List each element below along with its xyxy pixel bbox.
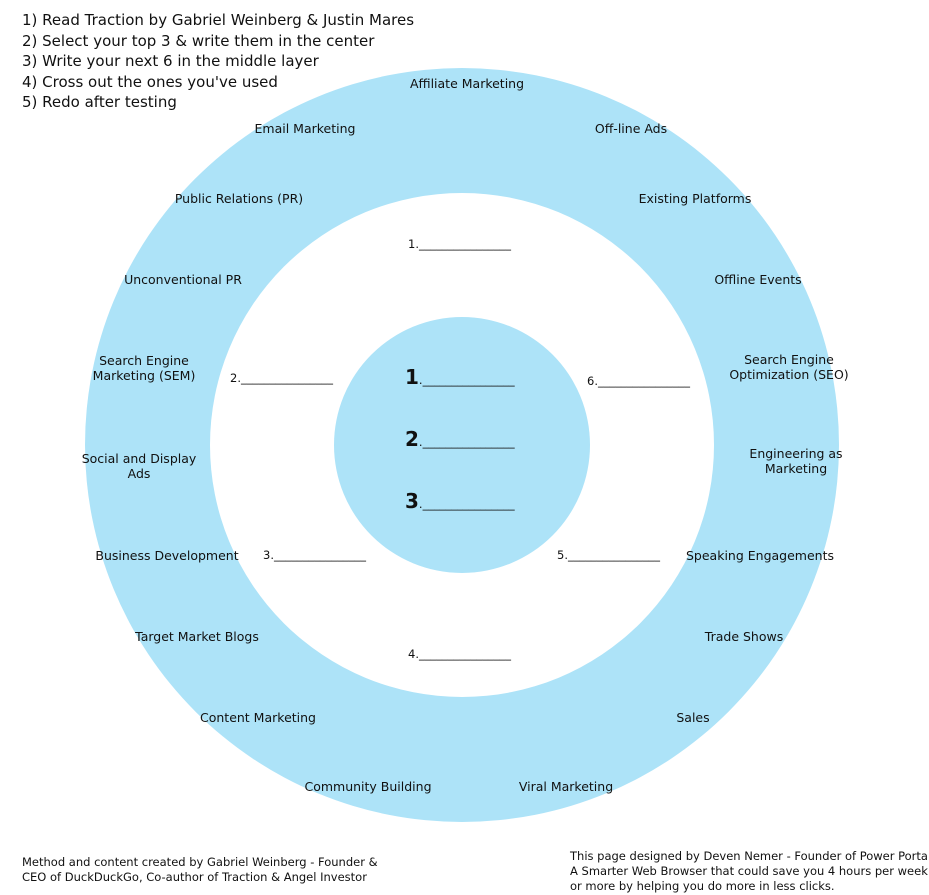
channel-label: Business Development: [95, 548, 238, 563]
instruction-step: 3) Write your next 6 in the middle layer: [22, 52, 319, 70]
channel-label: Affiliate Marketing: [410, 76, 524, 91]
center-slot-3[interactable]: 3.________________: [405, 489, 515, 513]
footer-line: This page designed by Deven Nemer - Foun…: [570, 849, 929, 863]
center-slot-1[interactable]: 1.________________: [405, 365, 515, 389]
channel-label: Viral Marketing: [519, 779, 613, 794]
middle-slot-4[interactable]: 4.________________: [408, 647, 511, 661]
instructions-list: 1) Read Traction by Gabriel Weinberg & J…: [22, 10, 414, 113]
channel-label: Content Marketing: [200, 710, 316, 725]
channel-label: Existing Platforms: [639, 191, 752, 206]
channel-label: Sales: [676, 710, 709, 725]
middle-slot-5[interactable]: 5.________________: [557, 548, 660, 562]
footer-credit-design: This page designed by Deven Nemer - Foun…: [570, 849, 929, 894]
middle-slot-1[interactable]: 1.________________: [408, 237, 511, 251]
middle-slot-3[interactable]: 3.________________: [263, 548, 366, 562]
channel-label: Public Relations (PR): [175, 191, 303, 206]
middle-slot-6[interactable]: 6.________________: [587, 374, 690, 388]
footer-credit-method: Method and content created by Gabriel We…: [22, 855, 378, 885]
footer-line: Method and content created by Gabriel We…: [22, 855, 378, 869]
channel-label: Community Building: [304, 779, 431, 794]
center-circle: [334, 317, 590, 573]
channel-label: Unconventional PR: [124, 272, 242, 287]
channel-label: Speaking Engagements: [686, 548, 834, 563]
instruction-step: 4) Cross out the ones you've used: [22, 72, 278, 91]
middle-slot-2[interactable]: 2.________________: [230, 371, 333, 385]
channel-label: Offline Events: [714, 272, 801, 287]
instruction-step: 2) Select your top 3 & write them in the…: [22, 31, 375, 50]
instruction-step: 5) Redo after testing: [22, 93, 177, 111]
channel-label: Trade Shows: [704, 629, 783, 644]
footer-line: A Smarter Web Browser that could save yo…: [570, 864, 928, 878]
footer-line: CEO of DuckDuckGo, Co-author of Traction…: [22, 870, 367, 884]
footer-line: or more by helping you do more in less c…: [570, 879, 835, 893]
center-slot-2[interactable]: 2.________________: [405, 427, 515, 451]
channel-label: Off-line Ads: [595, 121, 667, 136]
channel-label: Email Marketing: [255, 121, 356, 136]
instruction-step: 1) Read Traction by Gabriel Weinberg & J…: [22, 11, 415, 29]
channel-label: Target Market Blogs: [134, 629, 259, 644]
